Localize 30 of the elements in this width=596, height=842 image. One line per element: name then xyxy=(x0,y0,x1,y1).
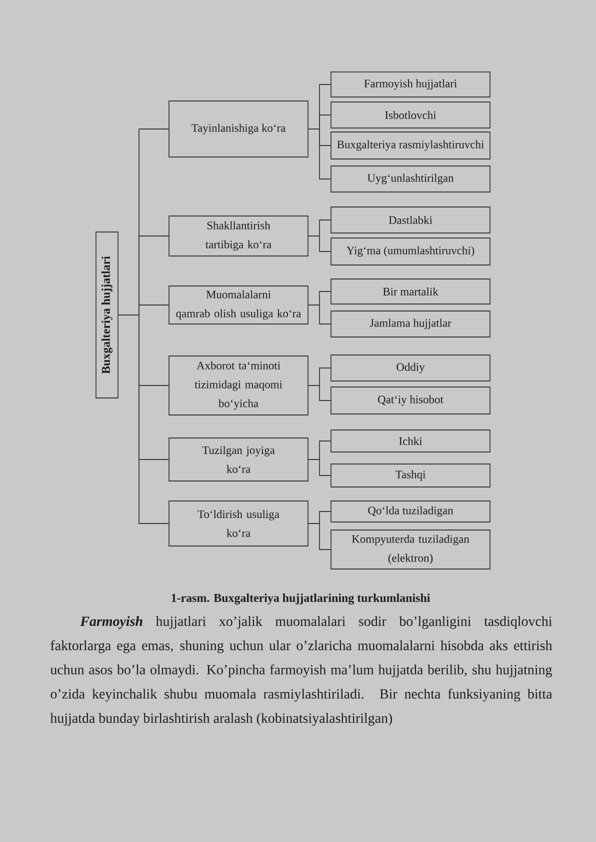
connector-line xyxy=(308,523,331,550)
item-box: Isbotlovchi xyxy=(330,102,490,128)
paragraph: Farmoyish hujjatlari xo’jalik muomalalari sodir bo’lganligini tasdiqlovchi faktorlarga ega emas, shuning uchun ular o’zlaricha muomalalarni hisobda aks ettirish uchun asos bo’la olmaydi. Ko’pincha farmoyish ma’lum hujjatda berilib, shu hujjatning o’zida keyinchalik shubu muomala rasmiylashtiriladi. Bir nechta funksiyaning bitta hujjatda bunday birlashtirish aralash (kobinatsiyalashtirilgan) xyxy=(50,616,552,726)
connector-line xyxy=(308,304,331,324)
item-box: Qo‘lda tuziladigan xyxy=(330,500,490,522)
item-box: Yig‘ma (umumlashtiruvchi) xyxy=(330,238,490,266)
vertical-title-box: Buxgalteriya hujjatlari xyxy=(96,232,118,398)
connector-line xyxy=(308,236,331,252)
category-box: Tuzilgan joyiga ko‘ra xyxy=(168,438,308,482)
category-box: To‘ldirish usuliga ko‘ra xyxy=(168,500,308,546)
item-box: Ichki xyxy=(330,430,490,452)
item-box: Kompyuterda tuziladigan (elektron) xyxy=(330,530,490,570)
category-box: Muomalalarni qamrab olish usuliga ko‘ra xyxy=(168,286,308,324)
item-box: Uyg‘unlashtirilgan xyxy=(330,166,490,192)
caption: 1-rasm. Buxgalteriya hujjatlarining turkumlanishi xyxy=(172,594,430,604)
item-box: Tashqi xyxy=(330,464,490,488)
item-box: Jamlama hujjatlar xyxy=(330,310,490,338)
item-box: Buxgalteriya rasmiylashtiruvchi xyxy=(330,132,490,160)
item-box: Bir martalik xyxy=(330,278,490,304)
connector-line xyxy=(308,385,331,401)
category-box: Axborot ta‘minoti tizimidagi maqomi bo‘yicha xyxy=(168,356,308,416)
category-box: Tayinlanishiga ko‘ra xyxy=(168,100,308,158)
connector-line xyxy=(118,314,169,524)
item-box: Qat‘iy hisobot xyxy=(330,386,490,414)
category-box: Shakllantirish tartibiga ko‘ra xyxy=(168,216,308,256)
item-box: Farmoyish hujjatlari xyxy=(330,72,490,98)
item-box: Dastlabki xyxy=(330,206,490,234)
item-box: Oddiy xyxy=(330,354,490,382)
connector-line xyxy=(308,128,331,180)
connector-line xyxy=(308,459,331,476)
